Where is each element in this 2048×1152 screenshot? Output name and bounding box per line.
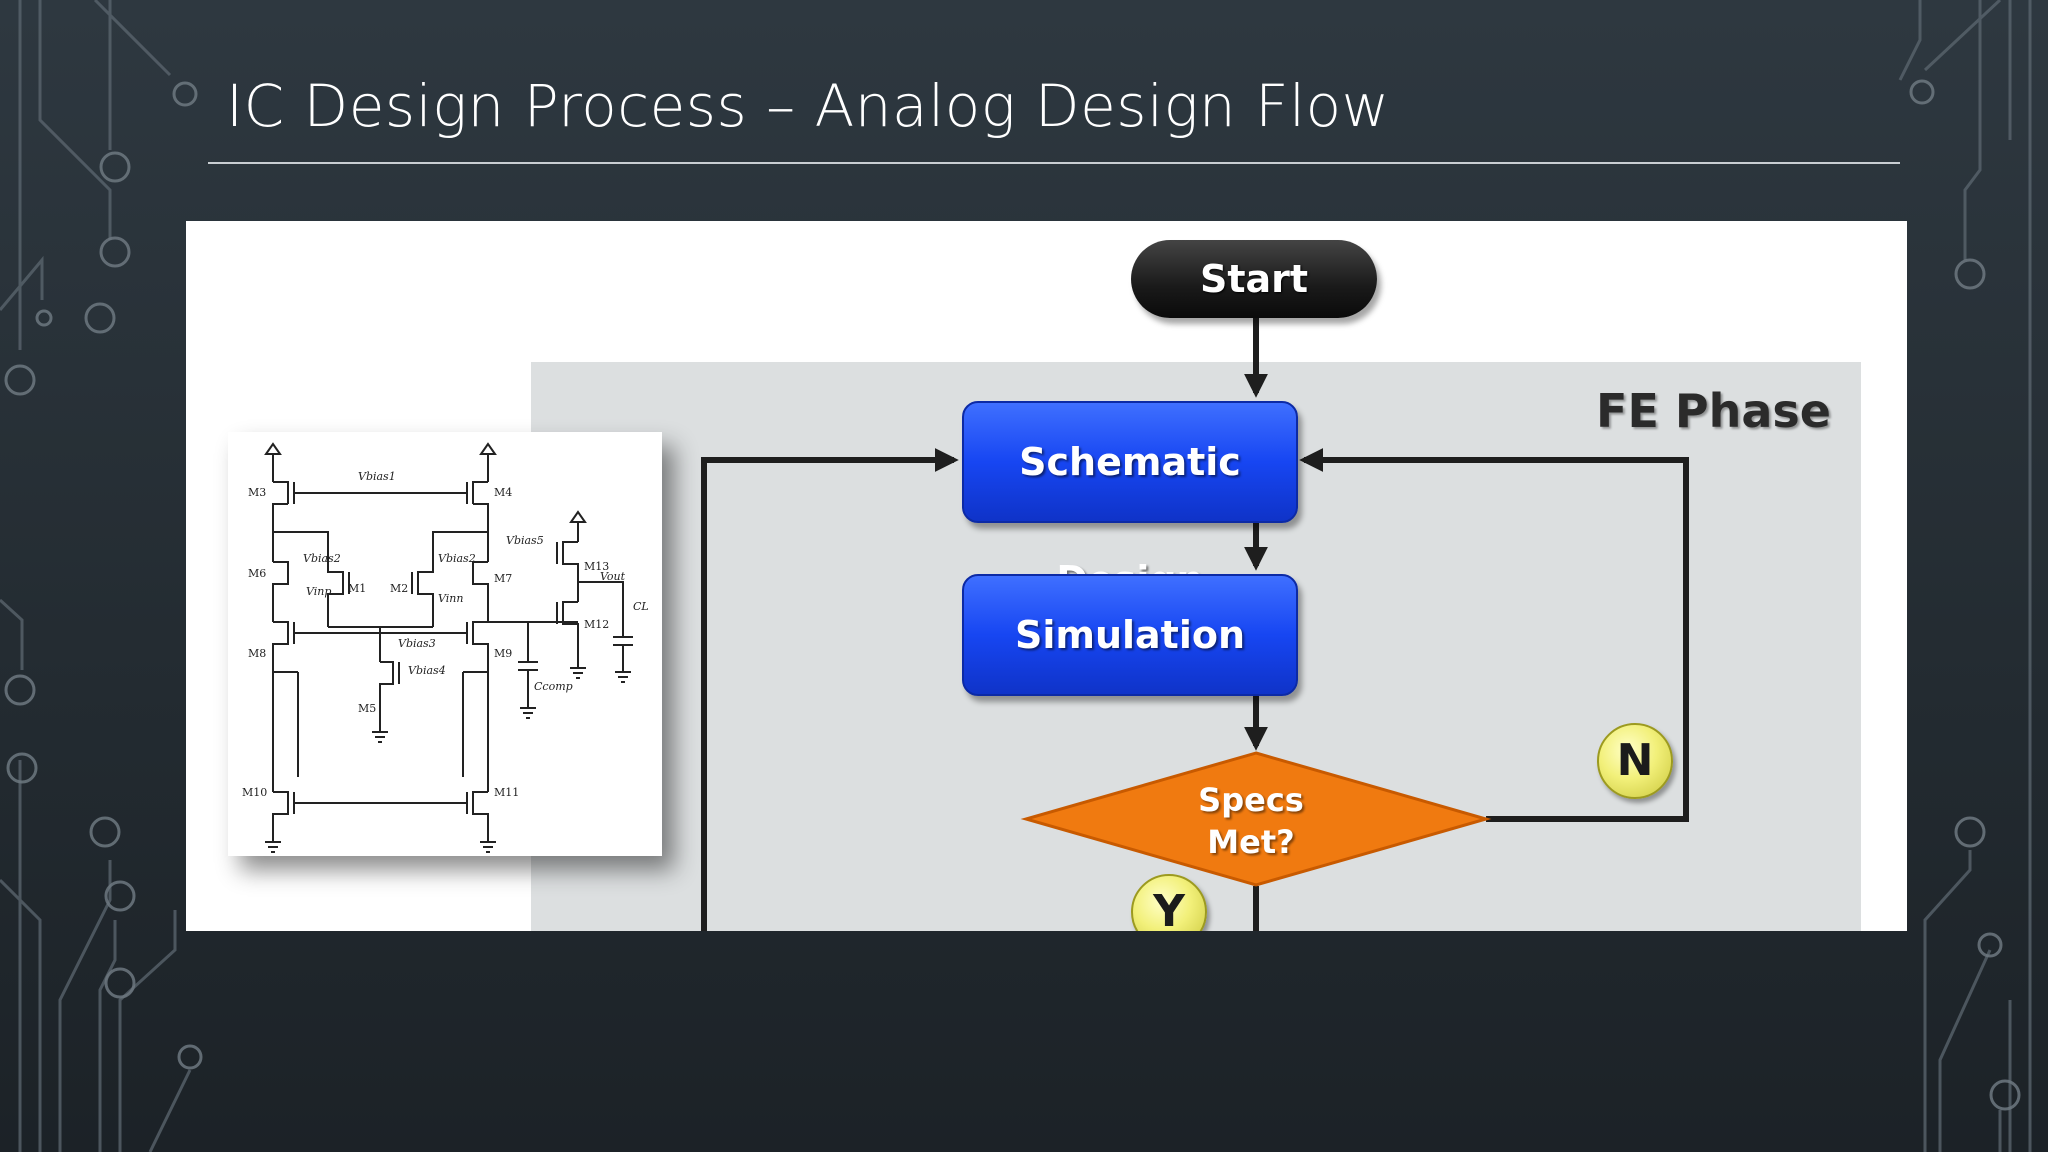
no-badge: N: [1597, 723, 1673, 799]
slide-title: IC Design Process – Analog Design Flow: [226, 72, 1390, 140]
label-cl: CL: [633, 600, 649, 613]
yes-badge: Y: [1131, 874, 1207, 931]
label-m4: M4: [494, 486, 512, 499]
label-m11: M11: [494, 786, 519, 799]
label-m1: M1: [348, 582, 366, 595]
decision-line1: Specs: [1198, 781, 1304, 819]
decision-text: Specs Met?: [1186, 779, 1316, 863]
label-ccomp: Ccomp: [534, 680, 573, 693]
label-vinn: Vinn: [438, 592, 463, 605]
diagram-panel: FE Phase Start Schematic Design Simulati…: [186, 221, 1907, 931]
label-vbias3: Vbias3: [398, 637, 436, 650]
label-vbias1: Vbias1: [358, 470, 396, 483]
label-vbias4: Vbias4: [408, 664, 446, 677]
label-vout: Vout: [600, 570, 626, 583]
schematic-drawing: Vbias1 Vbias2 Vbias2 Vbias3 Vbias4 Vbias…: [242, 442, 649, 853]
label-m9: M9: [494, 647, 512, 660]
label-m3: M3: [248, 486, 266, 499]
label-m8: M8: [248, 647, 266, 660]
opamp-schematic: Vbias1 Vbias2 Vbias2 Vbias3 Vbias4 Vbias…: [228, 432, 662, 856]
decision-diamond: [1020, 751, 1492, 887]
start-node: Start: [1131, 240, 1377, 318]
label-m12: M12: [584, 618, 609, 631]
label-m6: M6: [248, 567, 266, 580]
label-vbias2-right: Vbias2: [438, 552, 476, 565]
loop-no-branch: [1299, 448, 1689, 822]
decision-line2: Met?: [1207, 823, 1295, 861]
flow-connectors: [701, 318, 1689, 931]
fe-phase-label: FE Phase: [1596, 384, 1831, 438]
label-vinp: Vinp: [306, 585, 331, 598]
label-m10: M10: [242, 786, 267, 799]
label-m2: M2: [390, 582, 408, 595]
loop-left-branch: [701, 448, 959, 931]
label-vbias5: Vbias5: [506, 534, 544, 547]
label-m13: M13: [584, 560, 609, 573]
schematic-design-box: Schematic Design: [962, 401, 1298, 602]
simulation-box: Simulation: [962, 574, 1298, 696]
label-m7: M7: [494, 572, 512, 585]
label-m5: M5: [358, 702, 376, 715]
title-divider: [208, 162, 1900, 164]
label-vbias2-left: Vbias2: [303, 552, 341, 565]
